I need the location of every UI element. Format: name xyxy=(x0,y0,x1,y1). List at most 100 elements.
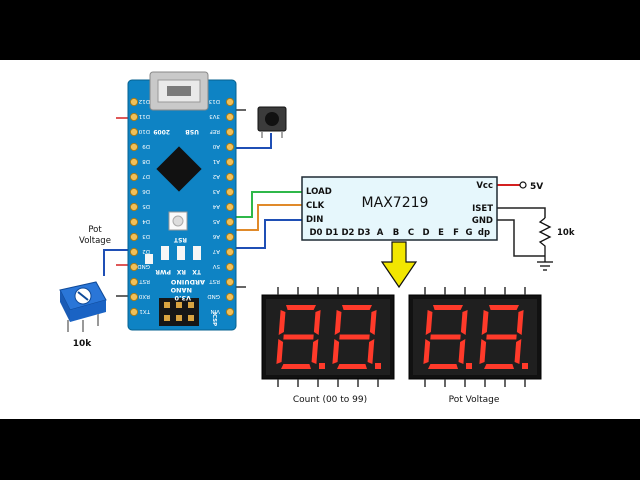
segment xyxy=(369,310,377,335)
nano-pin-pad xyxy=(129,292,139,302)
pot-label-line2: Voltage xyxy=(79,236,111,246)
chip-pin-vcc: Vcc xyxy=(476,181,493,191)
nano-pin-pad xyxy=(225,142,235,152)
potentiometer: Pot Voltage 10k xyxy=(59,225,111,349)
segment xyxy=(430,334,461,340)
icsp-silk: ICSP xyxy=(211,312,217,326)
usb-silk: USB xyxy=(185,128,199,135)
button-wire xyxy=(236,133,272,149)
nano-pin-pad xyxy=(225,277,235,287)
iset-resistor xyxy=(537,217,553,271)
nano-pin-pad xyxy=(225,172,235,182)
board-name-line3: V3.0 xyxy=(174,294,191,302)
segment xyxy=(514,339,522,364)
segment xyxy=(425,310,433,335)
segment xyxy=(516,310,524,335)
vcc-terminal xyxy=(519,181,527,189)
nano-pin-label: D3 xyxy=(142,233,150,239)
nano-pin-pad xyxy=(225,157,235,167)
nano-pin-pad xyxy=(129,232,139,242)
nano-pin-pad xyxy=(129,217,139,227)
display-right-caption: Pot Voltage xyxy=(449,395,500,405)
din-wire xyxy=(236,219,302,249)
nano-pin-pad xyxy=(129,202,139,212)
segment xyxy=(486,334,517,340)
chip-pin-gnd: GND xyxy=(472,216,493,226)
nano-pin-pad xyxy=(225,127,235,137)
nano-pin-label: GND xyxy=(137,263,150,269)
segment xyxy=(332,339,340,364)
iset-wire xyxy=(497,207,546,218)
year-silk: 2009 xyxy=(153,128,170,135)
nano-pin-pad xyxy=(129,187,139,197)
segment xyxy=(481,310,489,335)
seven-segment-display-left xyxy=(261,287,395,387)
nano-pin-label: D8 xyxy=(142,158,150,164)
nano-pin-pad xyxy=(129,127,139,137)
pwr-silk: PWR xyxy=(155,268,171,275)
chip-pin-c: C xyxy=(408,228,414,238)
nano-pin-label: VIN xyxy=(211,308,221,314)
nano-pin-label: D5 xyxy=(142,203,150,209)
chip-pin-load: LOAD xyxy=(306,187,332,197)
segment xyxy=(283,334,314,340)
nano-pin-label: A0 xyxy=(212,143,220,149)
segment xyxy=(276,339,284,364)
chip-pin-a: A xyxy=(377,228,384,238)
nano-pin-pad xyxy=(225,247,235,257)
segment xyxy=(433,305,463,310)
rx-silk: RX xyxy=(176,268,186,275)
nano-pin-label: D6 xyxy=(142,188,150,194)
nano-pin-pad xyxy=(129,142,139,152)
nano-pin-pad xyxy=(129,157,139,167)
chip-pin-d1: D1 xyxy=(326,228,339,238)
chip-pin-clk: CLK xyxy=(306,201,325,211)
nano-pin-label: A2 xyxy=(213,173,220,179)
chip-pin-d0: D0 xyxy=(310,228,323,238)
tx-silk: TX xyxy=(192,268,201,275)
segment xyxy=(428,364,458,369)
nano-pin-pad xyxy=(225,262,235,272)
decimal-point xyxy=(522,363,528,369)
nano-pin-label: A7 xyxy=(212,248,220,254)
chip-pin-d3: D3 xyxy=(358,228,371,238)
chip-pin-d2: D2 xyxy=(342,228,355,238)
nano-pin-label: RX0 xyxy=(138,293,150,299)
nano-pin-label: A5 xyxy=(212,218,220,224)
nano-pin-label: D13 xyxy=(208,98,220,104)
nano-pin-pad xyxy=(129,172,139,182)
nano-pin-pad xyxy=(129,112,139,122)
decimal-point xyxy=(466,363,472,369)
nano-pin-pad xyxy=(225,112,235,122)
segment xyxy=(281,364,311,369)
segment xyxy=(489,305,519,310)
segment xyxy=(313,310,321,335)
pot-label-line1: Pot xyxy=(88,225,102,235)
segment xyxy=(278,310,286,335)
nano-pin-label: 5V xyxy=(213,263,220,269)
supply-label: 5V xyxy=(530,182,543,192)
chip-pin-iset: ISET xyxy=(472,204,493,214)
nano-pin-label: RST xyxy=(209,278,220,284)
nano-pin-pad xyxy=(225,202,235,212)
segment xyxy=(334,310,342,335)
down-arrow-icon xyxy=(380,241,418,289)
segment xyxy=(458,339,466,364)
gnd-wire xyxy=(497,219,545,257)
chip-pin-f: F xyxy=(453,228,459,238)
chip-pin-g: G xyxy=(466,228,473,238)
nano-pin-label: TX1 xyxy=(139,308,151,314)
nano-pin-label: D10 xyxy=(138,128,150,134)
chip-pin-e: E xyxy=(438,228,444,238)
nano-pin-label: RST xyxy=(139,278,150,284)
nano-pin-label: D2 xyxy=(142,248,150,254)
segment xyxy=(460,310,468,335)
nano-pin-label: D12 xyxy=(139,98,150,104)
pot-value-label: 10k xyxy=(73,339,93,349)
nano-pin-pad xyxy=(225,217,235,227)
nano-pin-pad xyxy=(225,292,235,302)
chip-pin-b: B xyxy=(393,228,399,238)
nano-pin-label: REF xyxy=(210,128,220,134)
